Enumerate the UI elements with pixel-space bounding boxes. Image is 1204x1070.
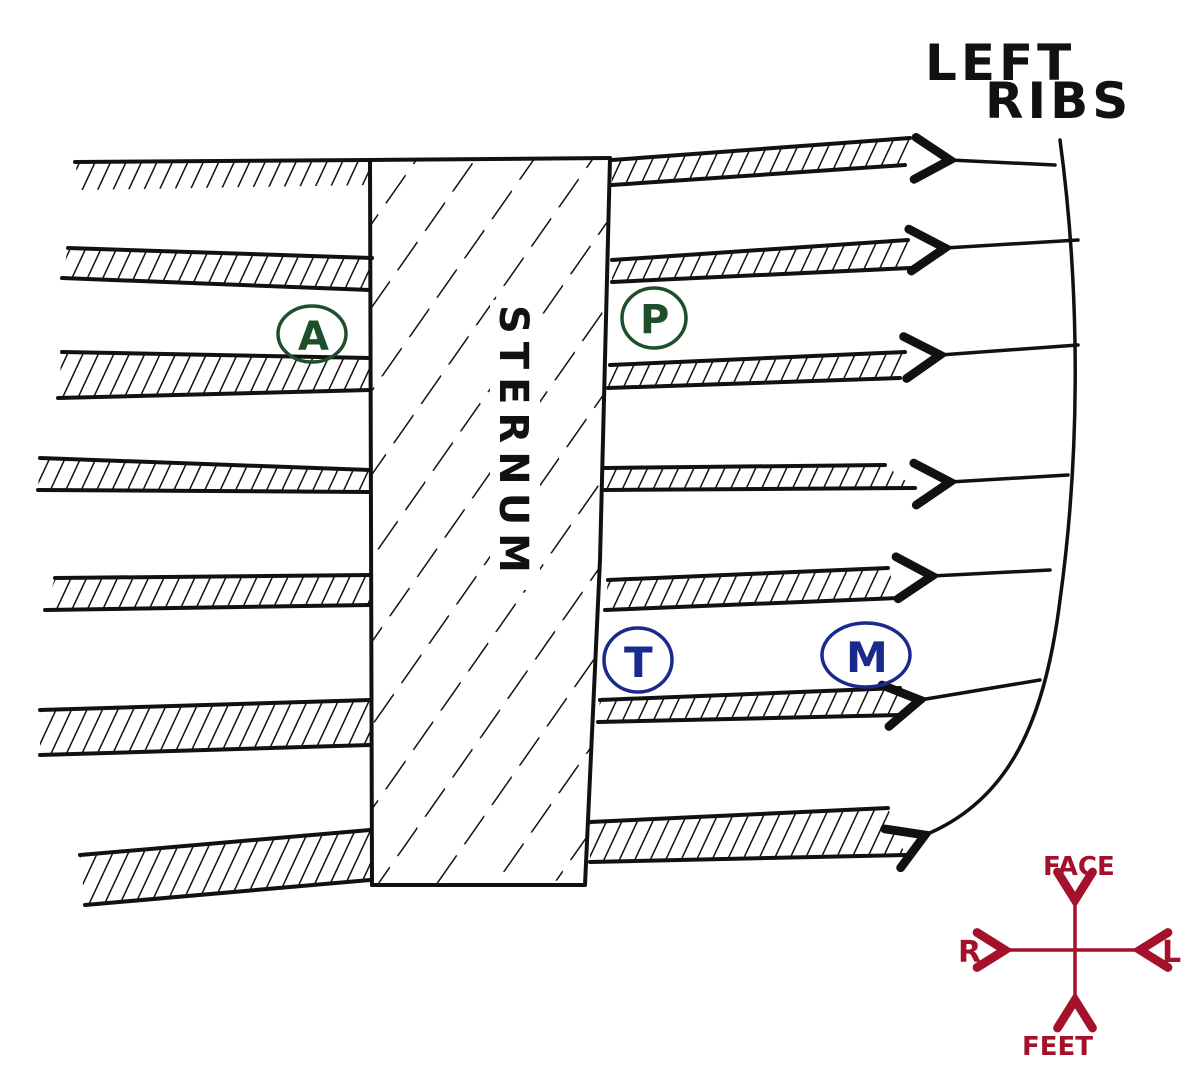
rib bbox=[78, 828, 372, 907]
left-ribs-pointer bbox=[877, 132, 1080, 873]
arrow-icon bbox=[899, 332, 1080, 383]
rib bbox=[60, 246, 374, 292]
svg-text:T: T bbox=[624, 638, 653, 687]
sternum: STERNUM bbox=[368, 156, 612, 887]
rib bbox=[603, 566, 900, 612]
ribs-left-side bbox=[588, 136, 917, 864]
marker-t: T bbox=[602, 626, 674, 694]
svg-text:A: A bbox=[298, 314, 329, 360]
rib bbox=[73, 158, 372, 190]
rib bbox=[38, 698, 372, 757]
rib bbox=[610, 238, 912, 284]
rib bbox=[36, 456, 372, 494]
arrow-icon bbox=[877, 678, 1042, 731]
compass-down-label: FEET bbox=[1022, 1032, 1093, 1062]
rib bbox=[596, 686, 904, 724]
compass-right-label: L bbox=[1162, 935, 1181, 970]
title-line-1: LEFT bbox=[925, 34, 1075, 92]
rib bbox=[610, 136, 912, 187]
compass-up-label: FACE bbox=[1043, 852, 1115, 882]
sternum-label: STERNUM bbox=[490, 305, 536, 581]
marker-p: P bbox=[620, 286, 688, 350]
marker-m: M bbox=[820, 621, 912, 689]
marker-a: A bbox=[276, 304, 348, 364]
ribs-right-side bbox=[36, 158, 374, 907]
orientation-compass: FACE FEET R L bbox=[958, 852, 1181, 1062]
rib bbox=[588, 806, 907, 864]
arrow-icon bbox=[909, 458, 1070, 510]
arrow-icon bbox=[904, 224, 1080, 276]
svg-text:P: P bbox=[640, 297, 669, 343]
left-ribs-title: LEFT RIBS bbox=[925, 34, 1132, 130]
compass-left-label: R bbox=[958, 935, 981, 970]
arrow-icon bbox=[909, 132, 1057, 184]
rib bbox=[606, 350, 907, 390]
rib bbox=[56, 350, 372, 400]
rib bbox=[603, 463, 917, 492]
arrow-icon bbox=[891, 552, 1052, 604]
title-line-2: RIBS bbox=[985, 72, 1132, 130]
svg-text:M: M bbox=[846, 633, 888, 682]
rib bbox=[43, 573, 372, 612]
